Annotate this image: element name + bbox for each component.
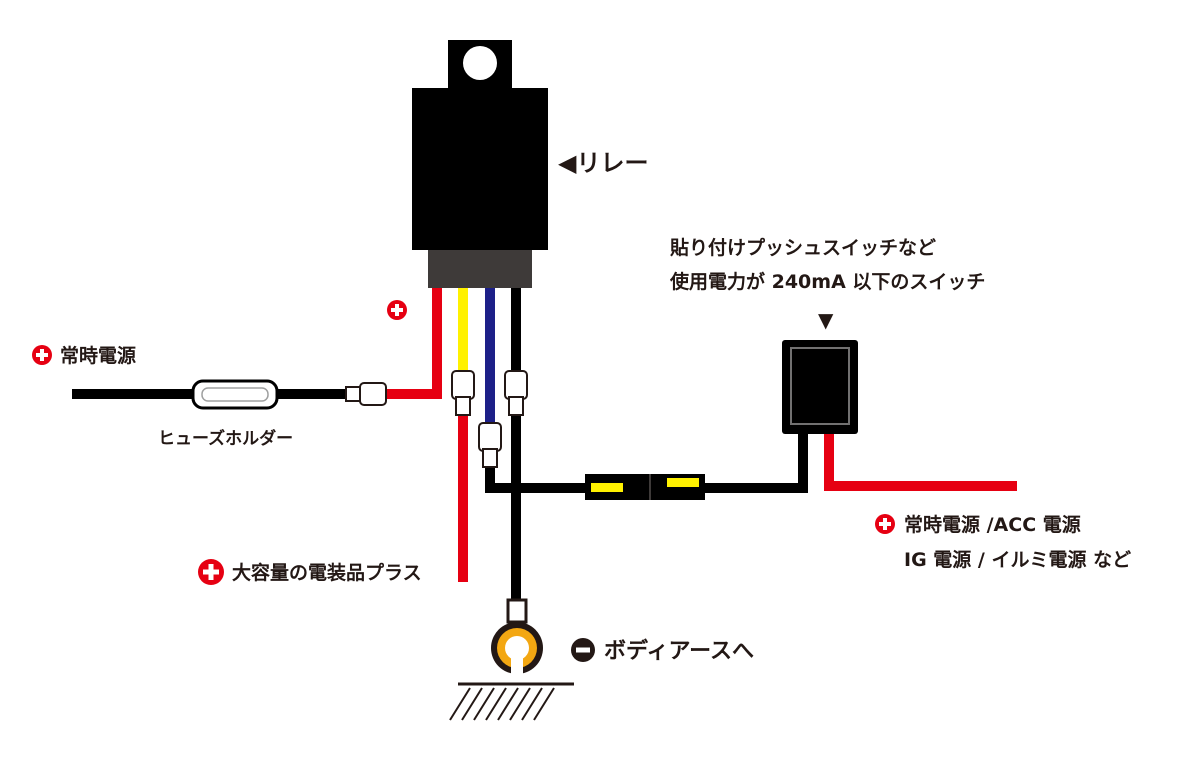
constant-power-label: 常時電源: [60, 344, 136, 367]
connector-black: [504, 370, 528, 416]
wire-red-relay: [384, 288, 442, 399]
relay-base: [428, 250, 532, 288]
plus-circle-icon: [32, 345, 52, 365]
earth-terminal: [491, 598, 543, 678]
load-plus-label: 大容量の電装品プラス: [232, 561, 422, 584]
relay-mount-hole: [463, 46, 497, 80]
plus-circle-icon: [198, 559, 224, 585]
switch-power-line1: 常時電源 /ACC 電源: [904, 513, 1081, 536]
switch-desc-line2: 使用電力が 240mA 以下のスイッチ: [669, 270, 985, 293]
relay-body: [412, 88, 548, 250]
ground-symbol: [449, 682, 574, 721]
connector-blue: [478, 422, 502, 468]
body-earth-label: ボディアースへ: [604, 638, 754, 664]
fuse-holder: [191, 379, 279, 410]
minus-circle-icon: [571, 638, 595, 662]
connector-yellow: [451, 370, 475, 416]
switch-desc-line1: 貼り付けプッシュスイッチなど: [670, 236, 936, 259]
relay: [412, 40, 548, 288]
fuse-holder-label: ヒューズホルダー: [158, 428, 293, 449]
plus-circle-icon: [387, 300, 407, 320]
splice-connectors: [585, 474, 705, 500]
wires: [72, 288, 1017, 602]
plus-circle-icon: [875, 514, 895, 534]
relay-label: ◀リレー: [558, 149, 648, 177]
switch-power-line2: IG 電源 / イルミ電源 など: [904, 548, 1131, 571]
push-switch: [782, 340, 858, 434]
connector-left: [345, 382, 387, 406]
wire-red-switch-power: [824, 432, 1017, 491]
switch-arrow: ▼: [818, 308, 834, 332]
